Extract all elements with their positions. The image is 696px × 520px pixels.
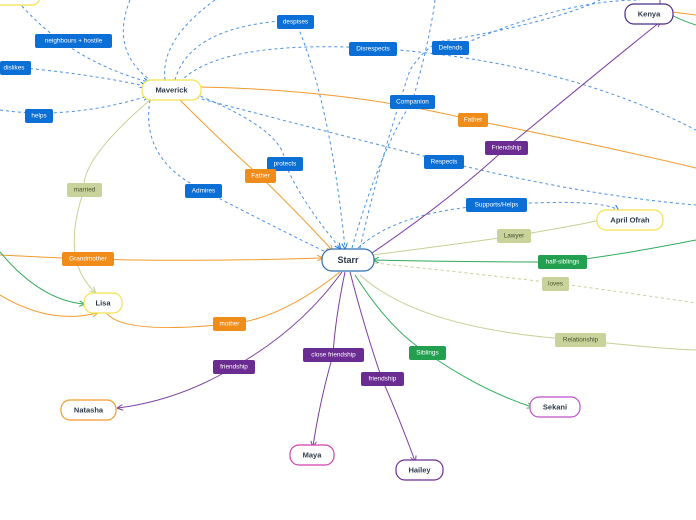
node-lisa-text: Lisa: [95, 299, 111, 308]
label-admires-text: Admires: [192, 188, 215, 195]
label-friendship-kenya[interactable]: Friendship: [485, 141, 528, 155]
label-defends-text: Defends: [439, 45, 463, 52]
label-despises-text: despises: [283, 19, 308, 26]
node-natasha-text: Natasha: [74, 406, 104, 415]
node-sekani[interactable]: Sekani: [529, 396, 581, 418]
nodes: Starr Maverick Kenya April Ofrah Lisa Na…: [0, 0, 674, 481]
node-starr-text: Starr: [337, 255, 359, 265]
label-grandmother[interactable]: Grandmother: [62, 252, 114, 266]
label-mother[interactable]: mother: [213, 317, 246, 331]
edge-admires: [148, 99, 330, 254]
label-friendship-hailey[interactable]: friendship: [361, 372, 404, 386]
edge-loves: [374, 262, 696, 304]
label-supports[interactable]: Supports/Helps: [466, 198, 527, 212]
label-close-friendship[interactable]: close friendship: [303, 348, 364, 362]
edge-neighbours: [21, 5, 148, 82]
edge-friendship-hailey: [349, 271, 415, 461]
node-maverick[interactable]: Maverick: [141, 79, 202, 101]
relation-labels: despises neighbours + hostile dislikes h…: [0, 15, 606, 386]
node-maya-text: Maya: [303, 451, 323, 460]
edge-lawyer: [371, 219, 601, 256]
label-friendship-kenya-text: Friendship: [492, 145, 522, 152]
node-maverick-text: Maverick: [155, 86, 188, 95]
edge-lisa-green: [0, 251, 84, 304]
label-loves[interactable]: loves: [542, 277, 569, 291]
label-companion-text: Companion: [396, 99, 429, 106]
label-half-siblings[interactable]: half-siblings: [538, 255, 587, 269]
node-starr[interactable]: Starr: [321, 248, 375, 272]
node-hailey[interactable]: Hailey: [395, 459, 444, 481]
label-despises[interactable]: despises: [277, 15, 314, 29]
edge-siblings: [354, 274, 532, 407]
node-natasha[interactable]: Natasha: [60, 399, 117, 421]
label-friendship-natasha[interactable]: friendship: [213, 360, 255, 374]
label-dislikes[interactable]: dislikes: [0, 61, 31, 75]
node-lisa[interactable]: Lisa: [83, 292, 123, 314]
edge-protects: [194, 93, 340, 248]
node-hailey-text: Hailey: [408, 466, 431, 475]
label-companion[interactable]: Companion: [390, 95, 435, 109]
node-kenya[interactable]: Kenya: [624, 3, 674, 25]
edge-mav-up1: [122, 0, 151, 81]
node-offscreen-topleft[interactable]: [0, 0, 41, 6]
edge-relationship: [359, 274, 696, 351]
label-father-mav-text: Father: [251, 173, 270, 180]
label-respects[interactable]: Respects: [424, 155, 464, 169]
label-siblings-text: Siblings: [416, 350, 438, 357]
label-close-friendship-text: close friendship: [311, 352, 356, 359]
label-father-top[interactable]: Father: [458, 113, 488, 127]
edge-mav-up2: [164, 0, 216, 81]
label-disrespects[interactable]: Disrespects: [349, 42, 397, 56]
label-neighbours-text: neighbours + hostile: [45, 38, 103, 45]
label-friendship-hailey-text: friendship: [369, 376, 397, 383]
label-relationship[interactable]: Relationship: [555, 333, 606, 347]
edge-grandmother: [0, 254, 322, 260]
node-kenya-text: Kenya: [638, 10, 661, 19]
label-grandmother-text: Grandmother: [69, 256, 108, 263]
label-lawyer-text: Lawyer: [504, 233, 525, 240]
label-respects-text: Respects: [431, 159, 458, 166]
edges: [0, 0, 696, 461]
label-disrespects-text: Disrespects: [356, 46, 389, 53]
node-sekani-text: Sekani: [543, 403, 567, 412]
label-protects-text: protects: [274, 161, 297, 168]
label-supports-text: Supports/Helps: [475, 202, 519, 209]
edge-defends-top: [409, 0, 436, 111]
label-protects[interactable]: protects: [267, 157, 303, 171]
edge-helps: [0, 96, 148, 114]
label-married[interactable]: married: [67, 183, 102, 197]
label-loves-text: loves: [548, 281, 563, 288]
label-half-siblings-text: half-siblings: [546, 259, 580, 266]
label-relationship-text: Relationship: [563, 337, 599, 344]
label-helps-text: helps: [31, 113, 46, 120]
edge-kenya-orange: [671, 11, 696, 16]
edge-disrespects: [179, 46, 696, 131]
label-married-text: married: [74, 187, 96, 194]
node-maya[interactable]: Maya: [289, 444, 335, 466]
edge-kenya-green: [671, 14, 696, 26]
label-dislikes-text: dislikes: [4, 65, 25, 72]
edge-top-right: [454, 0, 641, 49]
label-mother-text: mother: [220, 321, 241, 328]
edge-half-siblings: [374, 239, 696, 262]
label-helps[interactable]: helps: [25, 109, 53, 123]
edge-lisa-left: [0, 294, 97, 316]
edge-supports: [357, 201, 618, 249]
label-neighbours[interactable]: neighbours + hostile: [35, 34, 112, 48]
label-lawyer[interactable]: Lawyer: [497, 229, 531, 243]
node-april-text: April Ofrah: [610, 216, 650, 225]
label-defends[interactable]: Defends: [432, 41, 469, 55]
node-april[interactable]: April Ofrah: [596, 209, 664, 231]
label-father-mav[interactable]: Father: [245, 169, 276, 183]
edge-companion: [351, 101, 413, 249]
label-friendship-natasha-text: friendship: [220, 364, 248, 371]
edge-defends: [359, 0, 601, 249]
edge-friendship-natasha: [118, 271, 343, 408]
label-admires[interactable]: Admires: [185, 184, 222, 198]
label-father-top-text: Father: [464, 117, 483, 124]
label-siblings[interactable]: Siblings: [409, 346, 446, 360]
edge-despises: [174, 19, 345, 248]
